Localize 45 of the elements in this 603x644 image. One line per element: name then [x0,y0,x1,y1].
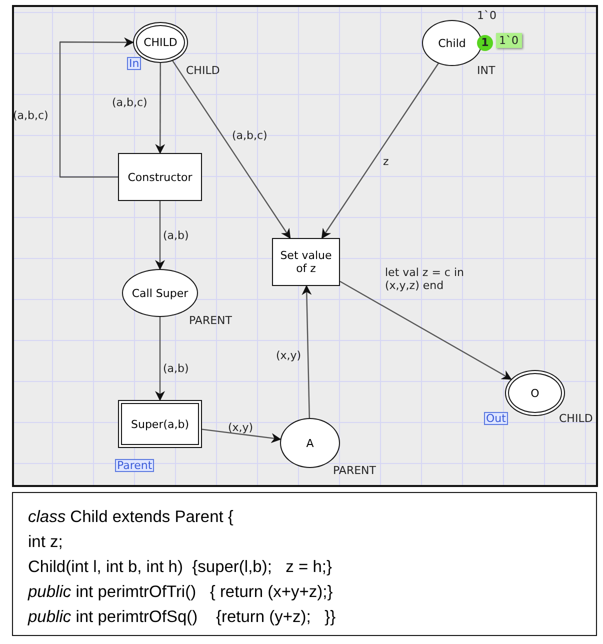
arc-inscription: z [383,155,389,168]
colour-set-label: CHILD [186,64,220,77]
arc-inscription: (a,b,c) [13,109,48,122]
arc-inscription: (x,y) [228,421,254,434]
code-line: class Child extends Parent { [28,507,234,528]
code-line: int z; [28,532,64,553]
place-name: O [530,386,540,400]
arc-arrow [155,317,165,401]
arc-inscription: (a,b,c) [112,96,148,109]
code-line: public int perimtrOfTri() { return (x+y+z);} [28,582,334,603]
arc-inscription: (x,y) [276,349,302,362]
initial-marking-label: 1`0 [477,9,496,22]
place-name: Call Super [132,286,188,300]
arc-arrow [155,201,165,270]
port-tag: In [127,57,142,70]
colour-set-label: INT [477,64,496,77]
transition-name: Constructor [128,170,192,184]
place-name: A [306,436,314,450]
substitution-transition-box [118,400,202,448]
arc-expression: let val z = c in (x,y,z) end [385,266,465,292]
colour-set-label: PARENT [333,464,376,477]
arc-arrow [202,428,282,444]
arc-arrow [172,60,291,239]
colour-set-label: CHILD [559,412,593,425]
marking-label: 1`0 [496,33,522,48]
transition-name: Super(a,b) [130,418,190,430]
code-line: Child(int l, int b, int h) {super(l,b); z = h;} [28,557,334,578]
arc-arrow [59,37,134,178]
arc-arrow [155,63,166,154]
transition-box [272,238,340,286]
transition-name: Set value of z [280,249,332,275]
code-line: public int perimtrOfSq() {return (y+z); }} [28,607,337,628]
arc-arrow [302,285,312,418]
arc-inscription: (a,b) [163,362,189,375]
transition-box [118,153,202,201]
port-tag: Out [484,412,508,425]
place-name: CHILD [144,36,178,49]
subpage-tag: Parent [115,459,154,472]
colour-set-label: PARENT [189,314,232,327]
code-box [12,492,597,636]
arc-inscription: (a,b,c) [232,129,268,142]
place-name: Child [438,36,466,50]
arc-arrow [321,63,439,239]
arc-arrow [340,280,512,380]
arc-inscription: (a,b) [163,229,189,242]
